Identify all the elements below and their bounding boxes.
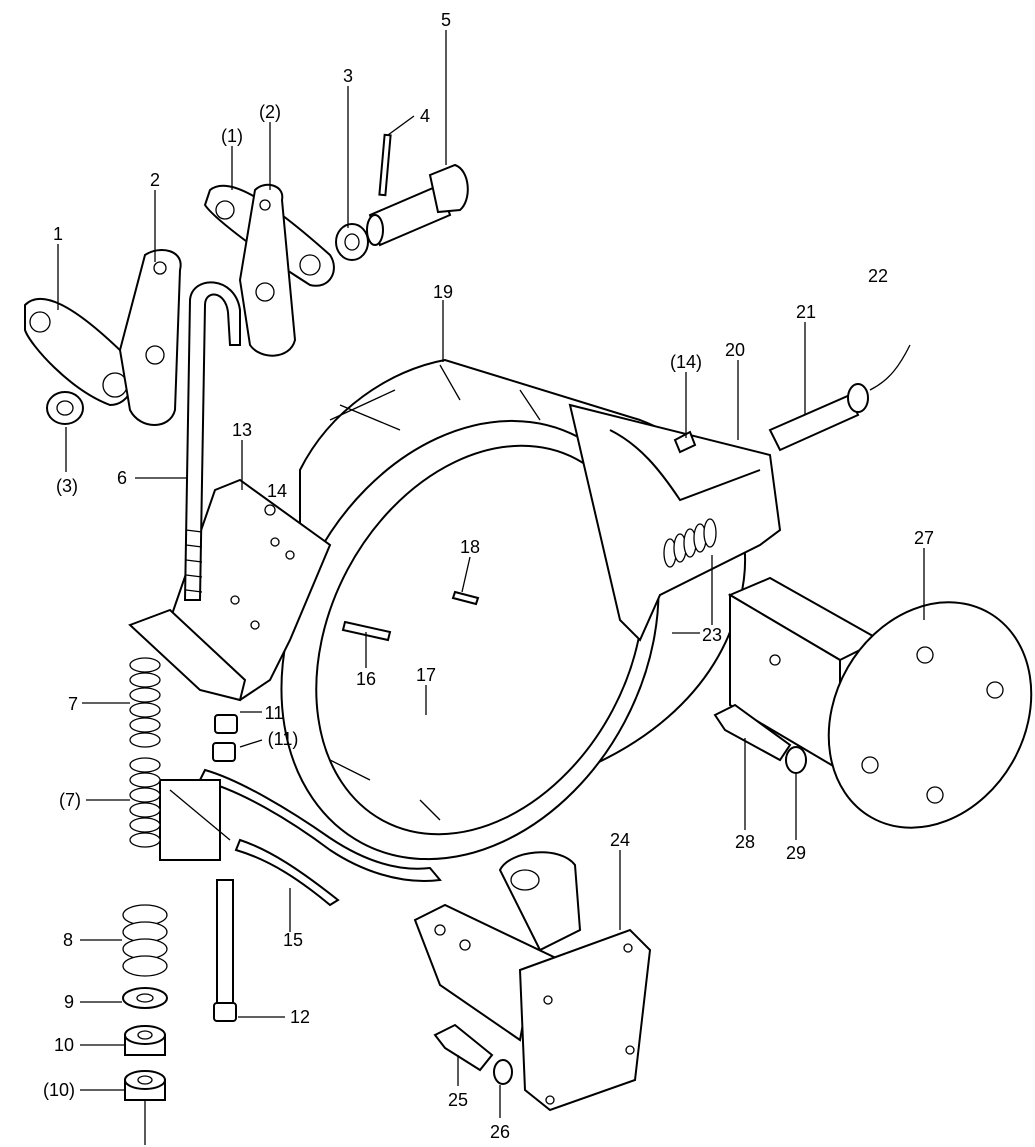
rivet-18 xyxy=(451,590,480,606)
bolt-14-small xyxy=(673,430,697,454)
callout-28: 28 xyxy=(735,832,755,852)
callout-2: 2 xyxy=(150,170,160,190)
callout-27: 27 xyxy=(914,528,934,548)
bolt-5-assembly xyxy=(335,133,469,261)
bracket-27 xyxy=(727,576,1033,829)
callout-3: 3 xyxy=(343,66,353,86)
bolt-21 xyxy=(768,344,911,452)
bolt-25 xyxy=(433,1023,513,1085)
callout-11: 11 xyxy=(265,703,284,723)
lever-1 xyxy=(24,297,135,425)
callout-29: 29 xyxy=(786,843,806,863)
callout-24: 24 xyxy=(610,830,630,850)
callout-20: 20 xyxy=(725,340,745,360)
callout-1-paren: (1) xyxy=(221,126,243,146)
callout-1: 1 xyxy=(53,224,63,244)
leader-lines xyxy=(57,30,925,1118)
spring-7 xyxy=(129,657,161,748)
brake-shoe-upper xyxy=(128,478,332,702)
nut-10 xyxy=(124,1025,166,1056)
nut-10-second xyxy=(124,1070,166,1145)
callout-9: 9 xyxy=(64,992,74,1012)
callout-6: 6 xyxy=(117,468,127,488)
callout-18: 18 xyxy=(460,537,480,557)
callout-16: 16 xyxy=(356,669,376,689)
washer-9 xyxy=(122,987,168,1009)
callout-23: 23 xyxy=(702,625,722,645)
callout-21: 21 xyxy=(796,302,816,322)
callout-17: 17 xyxy=(416,665,436,685)
lever-pair-upper xyxy=(203,183,335,357)
callout-11-paren: (11) xyxy=(268,729,299,749)
callout-25: 25 xyxy=(448,1090,468,1110)
callout-5: 5 xyxy=(441,10,451,30)
nut-11 xyxy=(212,714,238,762)
brake-band-lower xyxy=(159,768,442,907)
spring-23 xyxy=(663,518,717,568)
bolt-12 xyxy=(213,879,237,1022)
callout-10-paren: (10) xyxy=(43,1080,75,1100)
lever-2 xyxy=(118,249,182,426)
spring-7-lower xyxy=(129,757,161,848)
callout-12: 12 xyxy=(290,1007,310,1027)
spring-8 xyxy=(122,904,168,977)
callout-14-paren: (14) xyxy=(670,352,702,372)
callout-8: 8 xyxy=(63,930,73,950)
callout-22: 22 xyxy=(868,266,888,286)
brake-shoe-right xyxy=(568,403,782,642)
callout-19: 19 xyxy=(433,282,453,302)
callout-15: 15 xyxy=(283,930,303,950)
callout-13: 13 xyxy=(232,420,252,440)
callout-7-paren: (7) xyxy=(59,790,81,810)
callout-10: 10 xyxy=(54,1035,74,1055)
callout-labels: 1 2 (1) (2) 3 4 5 (3) 6 13 14 19 (14) 20… xyxy=(43,10,934,1142)
callout-4: 4 xyxy=(420,106,430,126)
bracket-24 xyxy=(413,851,652,1112)
callout-7: 7 xyxy=(68,694,78,714)
callout-26: 26 xyxy=(490,1122,510,1142)
callout-14: 14 xyxy=(267,481,287,501)
bolt-16 xyxy=(341,620,392,642)
callout-3-paren: (3) xyxy=(56,476,78,496)
hook-rod-6 xyxy=(183,281,241,601)
callout-2-paren: (2) xyxy=(259,102,281,122)
